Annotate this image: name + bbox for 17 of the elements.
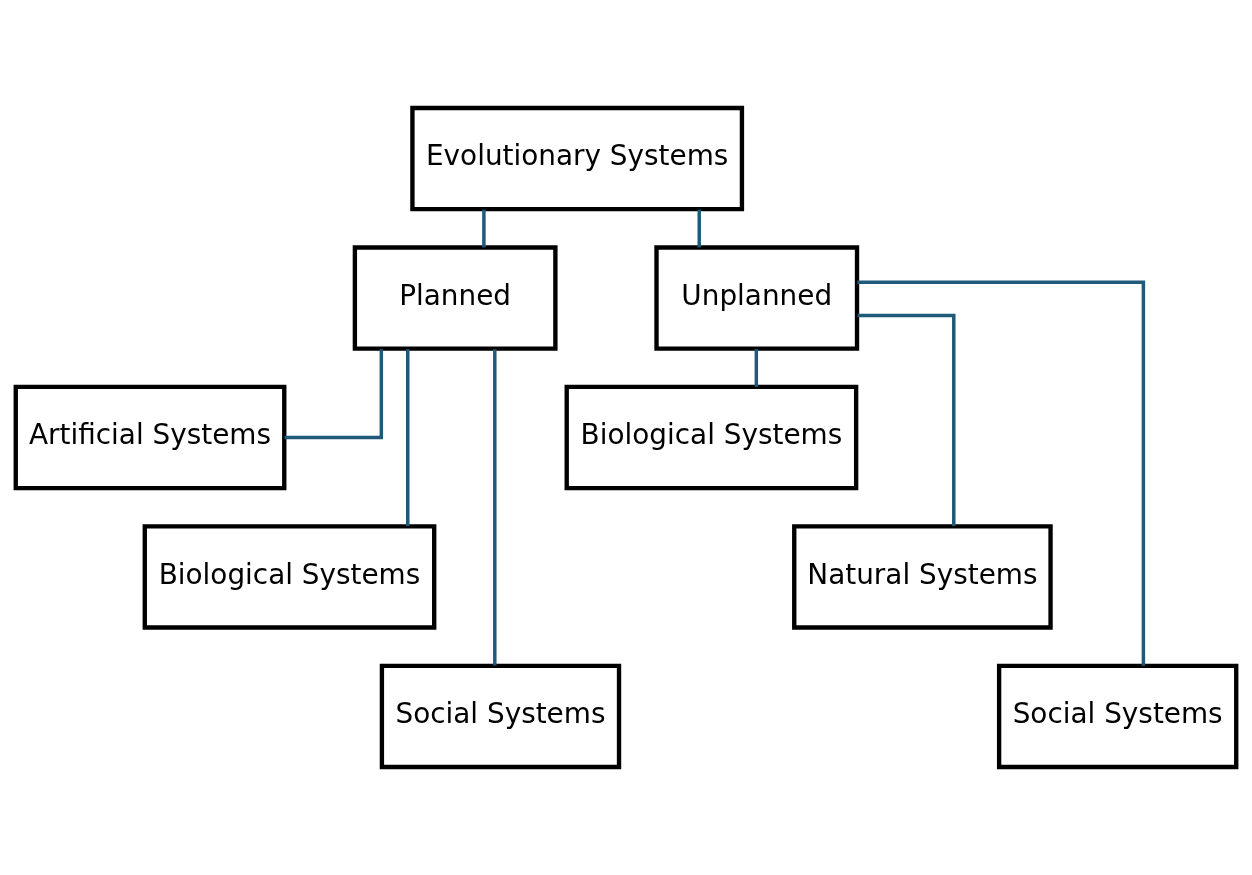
node-box: Unplanned (654, 245, 860, 351)
connector (754, 349, 759, 387)
node-box: Biological Systems (564, 384, 859, 491)
connector (482, 209, 486, 248)
node-box: Evolutionary Systems (410, 105, 745, 212)
connector (406, 349, 410, 527)
node-box: Social Systems (996, 663, 1239, 770)
node-box: Planned (352, 245, 558, 351)
node-box: Social Systems (379, 663, 622, 770)
node-box: Natural Systems (792, 524, 1053, 630)
connector (857, 313, 956, 526)
connector (697, 209, 701, 248)
connector (284, 349, 384, 440)
connector (857, 280, 1146, 666)
node-box: Biological Systems (142, 524, 437, 630)
connector (493, 349, 497, 666)
node-box: Artificial Systems (13, 384, 287, 491)
